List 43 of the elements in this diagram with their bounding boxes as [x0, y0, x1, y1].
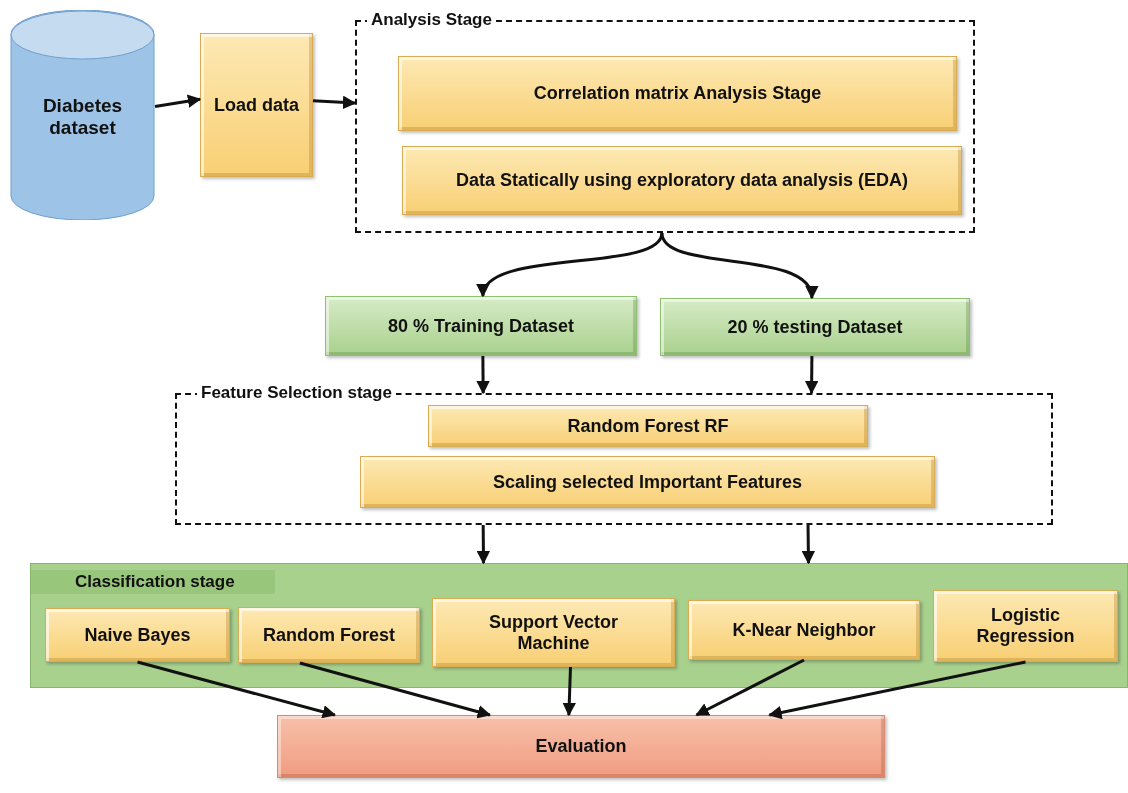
dataset-box	[660, 298, 970, 356]
arrow	[154, 94, 202, 109]
arrow	[804, 356, 819, 395]
node-label: Random Forest	[262, 624, 396, 646]
node-label: Random Forest RF	[566, 415, 730, 437]
stage-title: Classification stage	[31, 570, 275, 594]
node-label: Support Vector Machine	[488, 611, 619, 654]
node-label: Load data	[213, 94, 300, 116]
process-box	[402, 146, 962, 215]
arrow	[562, 666, 576, 717]
arrow	[476, 356, 490, 395]
process-box	[432, 598, 675, 667]
arrow	[299, 661, 492, 719]
node-label: Evaluation	[534, 736, 628, 757]
node-label: K-Near Neighbor	[731, 619, 877, 641]
arrow	[768, 660, 1026, 720]
arrow	[801, 525, 816, 565]
stage-title: Analysis Stage	[367, 10, 496, 30]
node-label: Correlation matrix Analysis Stage	[532, 83, 823, 104]
node-label: Naive Bayes	[83, 624, 192, 646]
node-label: Diabetes dataset	[41, 95, 124, 139]
node-label: Scaling selected Important Features	[491, 471, 804, 493]
process-box	[428, 405, 868, 447]
stage-title: Feature Selection stage	[197, 383, 396, 403]
node-label: Data Statically using exploratory data analysis (EDA)	[454, 170, 910, 191]
arrow	[137, 660, 337, 719]
process-box	[200, 33, 313, 177]
node-label: 20 % testing Dataset	[726, 316, 904, 338]
arrow	[660, 232, 816, 300]
process-box	[360, 456, 935, 508]
stage-panel	[30, 563, 1128, 688]
node-label: 80 % Training Dataset	[386, 315, 576, 337]
arrow	[695, 658, 805, 717]
process-box	[688, 600, 920, 660]
evaluation-box	[277, 715, 885, 778]
process-box	[238, 607, 420, 663]
arrow	[312, 95, 357, 110]
node-label: Logistic Regression	[975, 605, 1076, 647]
dataset-box	[325, 296, 637, 356]
process-box	[45, 608, 230, 662]
process-box	[398, 56, 957, 131]
arrow	[476, 525, 491, 565]
process-box	[933, 590, 1118, 662]
